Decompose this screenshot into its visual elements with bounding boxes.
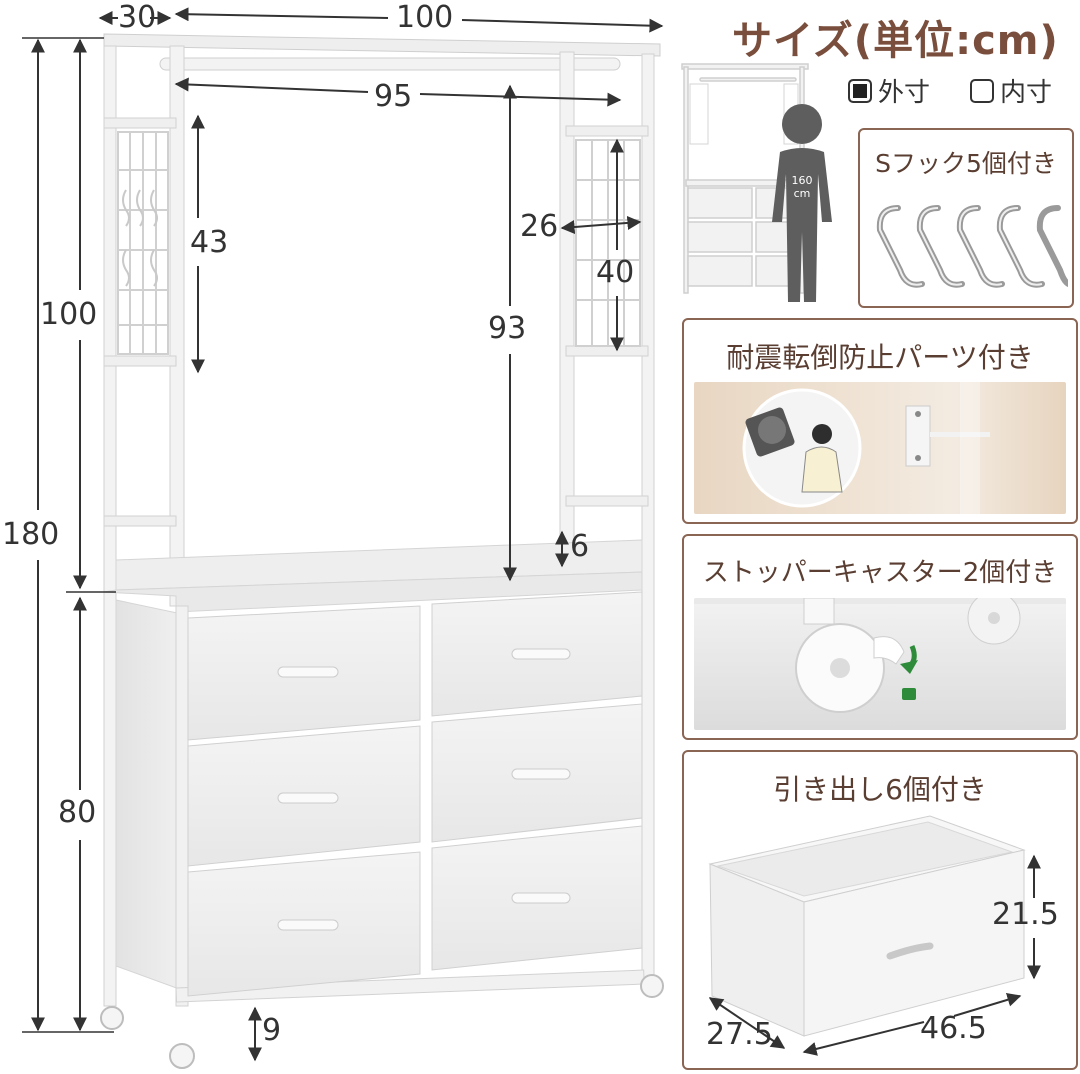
- drawer-depth-label: 27.5: [706, 1017, 773, 1052]
- card-casters-label: ストッパーキャスター2個付き: [702, 558, 1058, 588]
- top-board: [103, 33, 661, 57]
- anti-tip-photo: [694, 382, 1066, 514]
- product-illustration: [22, 7, 664, 1069]
- legend-inner: 内寸: [970, 72, 1052, 109]
- drawer-box-illustration: [708, 815, 1041, 1056]
- dim-total-height: 180: [2, 517, 60, 552]
- dim-width: 100: [396, 0, 454, 35]
- caster-icon: [100, 974, 664, 1069]
- s-hook-icon: [876, 205, 1068, 288]
- card-drawers-label: 引き出し6個付き: [773, 773, 987, 806]
- dim-depth: 30: [118, 0, 157, 35]
- card-anti-tip-label: 耐震転倒防止パーツ付き: [726, 341, 1034, 374]
- dim-rod-width: 95: [374, 79, 413, 114]
- right-grid-panel: [575, 139, 641, 347]
- dim-grid-width: 26: [520, 209, 559, 244]
- drawer-height-label: 21.5: [992, 897, 1059, 932]
- casters-photo: [694, 598, 1066, 730]
- card-drawers: 引き出し6個付き 21.5 27.5 46.5: [682, 750, 1078, 1070]
- cabinet-side-panel: [115, 599, 183, 991]
- left-grid-panel: [117, 131, 169, 355]
- drawer-right-3[interactable]: [431, 825, 643, 971]
- dim-upper-height: 100: [40, 297, 98, 332]
- legend-outer: 外寸: [848, 72, 930, 109]
- right-back-post: [641, 53, 655, 985]
- s-hooks-on-grid: [122, 189, 158, 287]
- person-silhouette-icon: [772, 104, 832, 302]
- drawer-right-2[interactable]: [431, 703, 643, 843]
- card-s-hooks-label: Sフック5個付き: [875, 149, 1057, 178]
- dim-lower-height: 80: [58, 795, 97, 830]
- card-casters: ストッパーキャスター2個付き: [682, 534, 1078, 740]
- legend-outer-label: 外寸: [878, 78, 931, 108]
- page-title: サイズ(単位:cm): [732, 18, 1059, 64]
- filled-square-icon: [848, 78, 872, 103]
- drawer-left-3[interactable]: [187, 851, 421, 997]
- dim-grid-height-right: 40: [596, 255, 635, 290]
- drawer-width-label: 46.5: [920, 1011, 987, 1046]
- drawer-left-1[interactable]: [187, 605, 421, 741]
- dim-lip-height: 6: [570, 529, 590, 564]
- hanging-rod: [159, 57, 621, 71]
- cabinet-top: [103, 571, 643, 613]
- card-s-hooks: Sフック5個付き: [858, 128, 1074, 308]
- card-anti-tip: 耐震転倒防止パーツ付き: [682, 318, 1078, 524]
- dim-grid-height: 43: [190, 225, 229, 260]
- drawer-right-1[interactable]: [431, 591, 643, 717]
- drawer-left-2[interactable]: [187, 725, 421, 867]
- empty-square-icon: [970, 78, 994, 103]
- dim-clearance: 9: [262, 1013, 282, 1048]
- dim-hanging-height: 93: [488, 311, 527, 346]
- legend-inner-label: 内寸: [1000, 78, 1053, 108]
